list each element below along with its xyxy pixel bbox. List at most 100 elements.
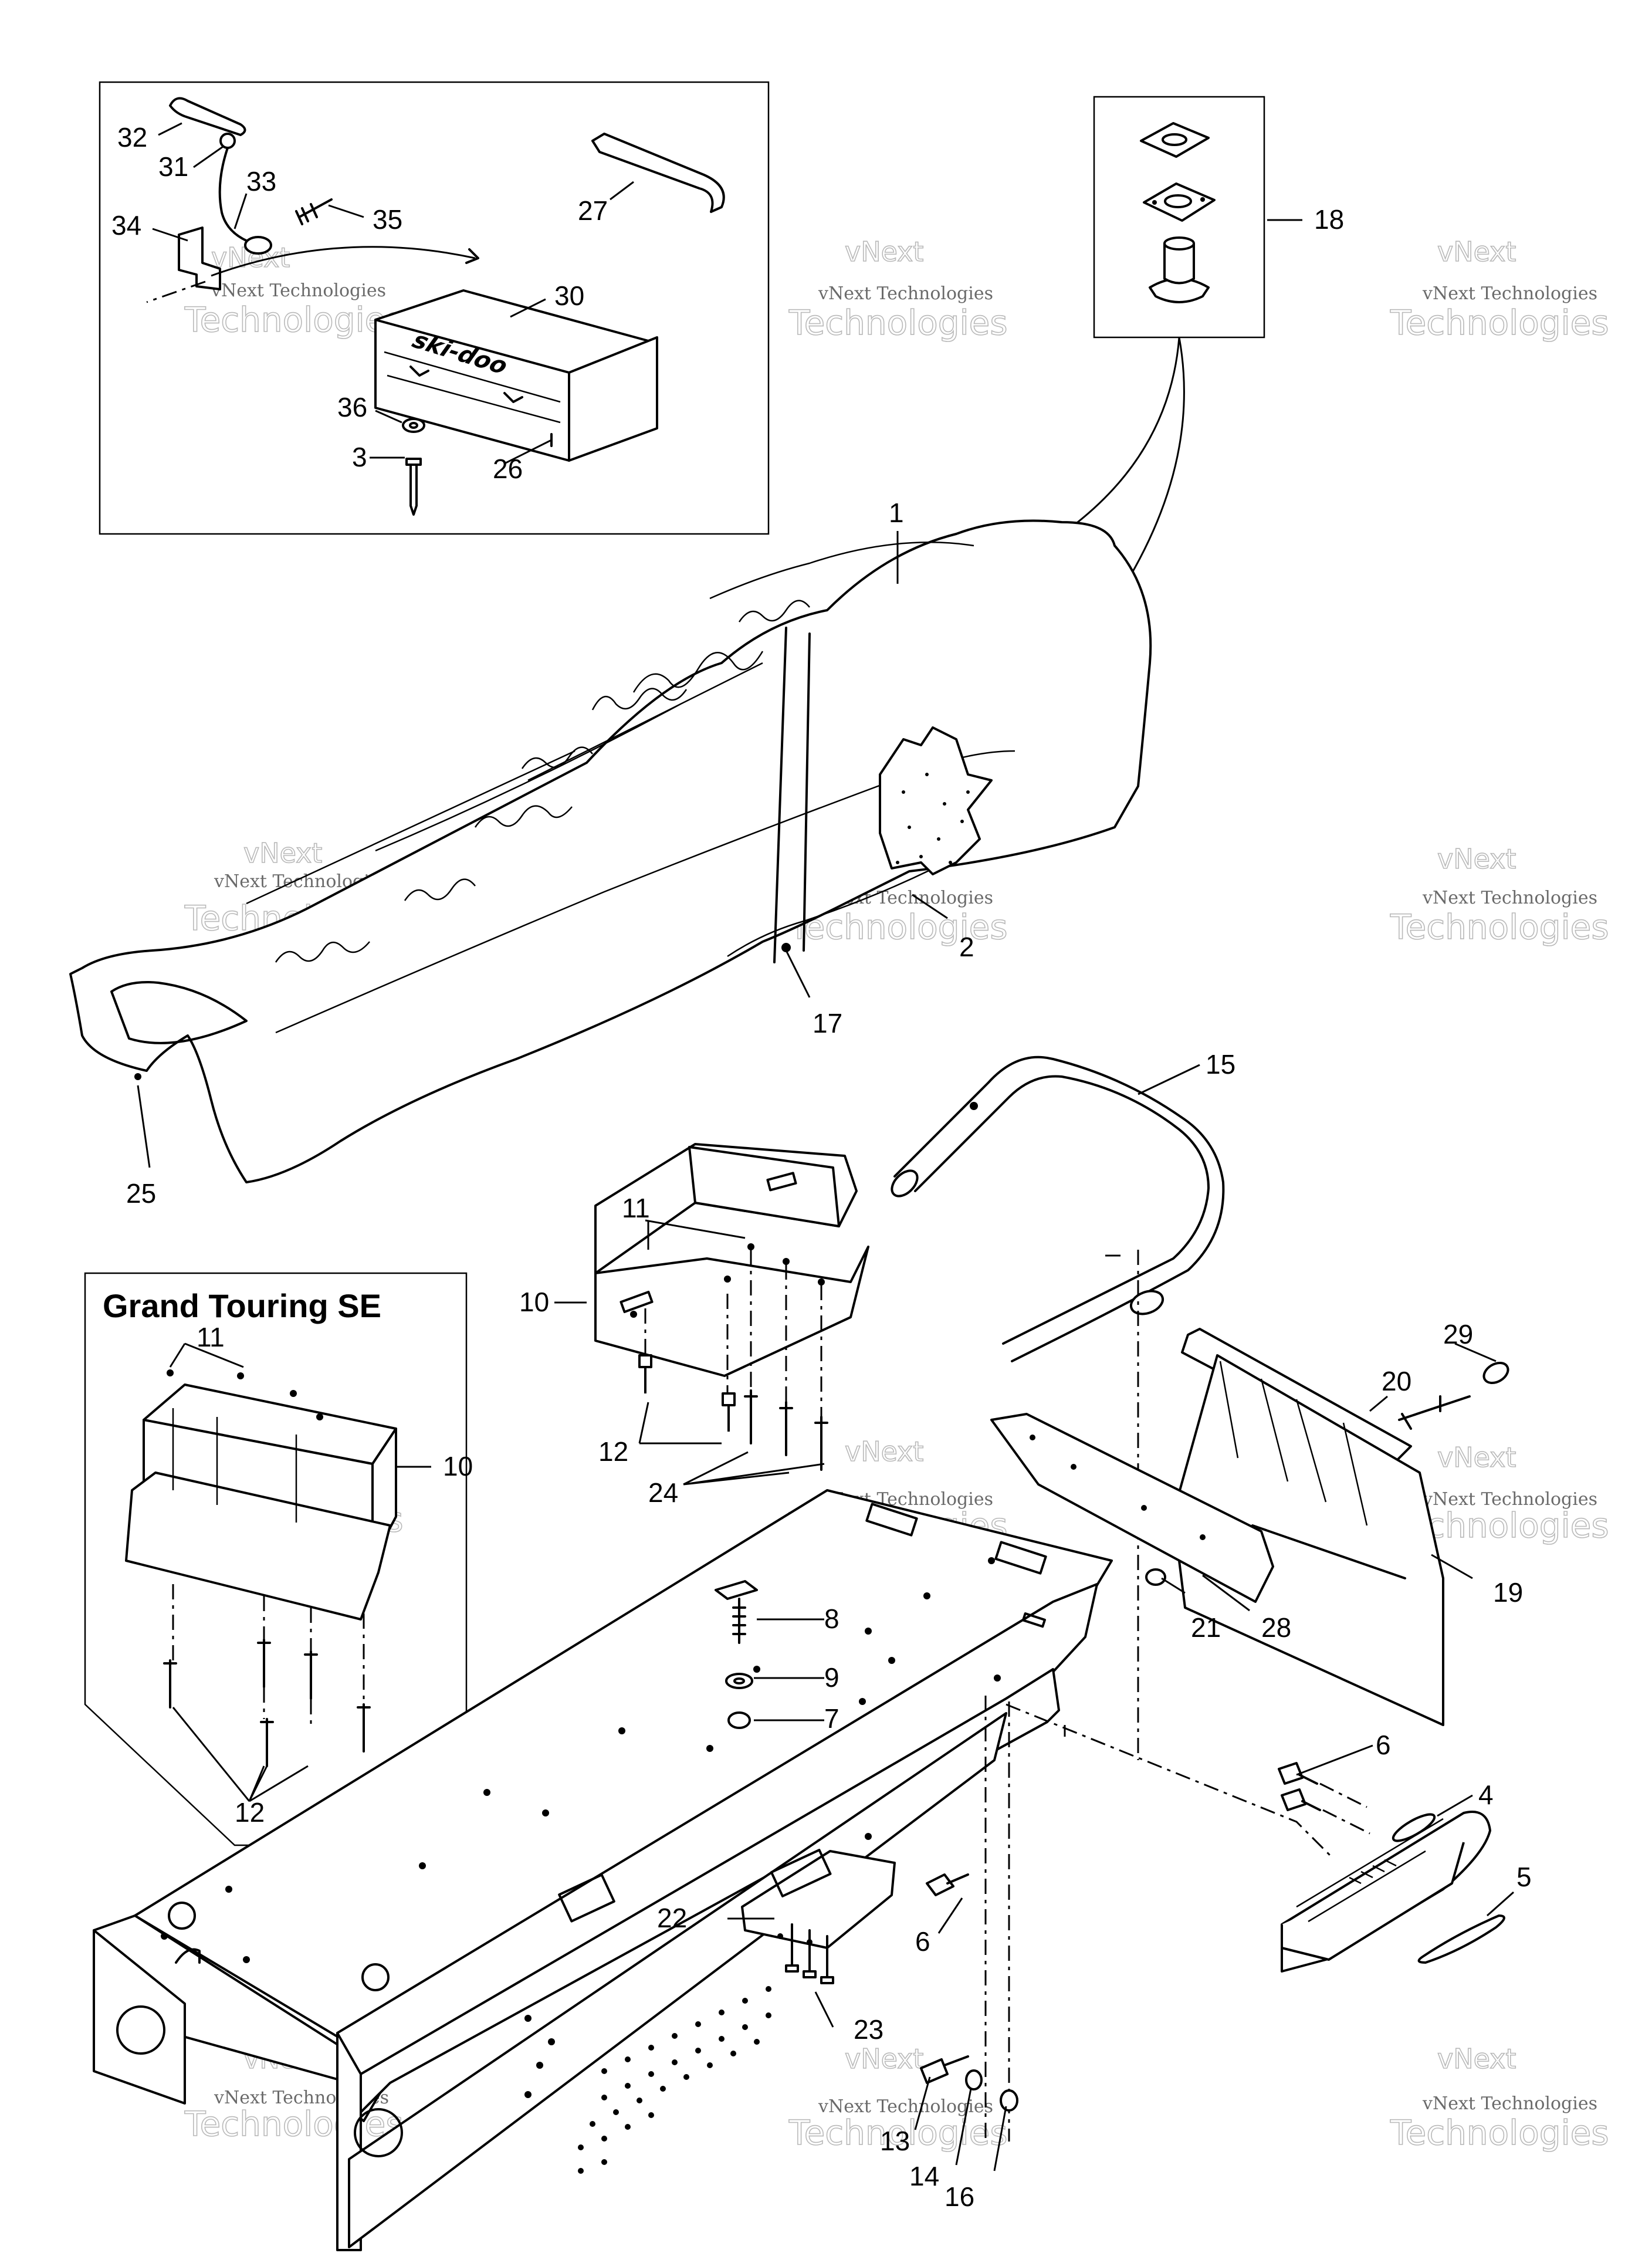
callout-19: 19 [1493, 1577, 1523, 1608]
svg-text:vNext Technologies: vNext Technologies [1422, 1489, 1597, 1510]
callout-6-upper: 6 [1376, 1730, 1391, 1760]
callout-24: 24 [648, 1477, 678, 1508]
callout-7: 7 [824, 1703, 839, 1734]
rear-hardware [920, 2055, 1018, 2112]
svg-text:Technologies: Technologies [1390, 2113, 1609, 2153]
svg-text:Technologies: Technologies [1390, 303, 1609, 343]
callout-26: 26 [493, 454, 523, 484]
inset-title: Grand Touring SE [103, 1287, 381, 1324]
washer [402, 418, 425, 433]
seat-cover-marker [134, 1073, 141, 1080]
callout-34: 34 [111, 210, 141, 241]
svg-text:vNext: vNext [845, 2043, 923, 2075]
callout-11: 11 [622, 1193, 650, 1223]
svg-text:Technologies: Technologies [788, 303, 1008, 343]
callout-10-inset: 10 [443, 1451, 473, 1481]
callout-17: 17 [813, 1008, 842, 1038]
latch-bracket [178, 226, 221, 290]
callout-12: 12 [598, 1436, 628, 1467]
bumper-bolts [1278, 1762, 1370, 1835]
callout-30: 30 [554, 280, 584, 311]
eyelet [219, 133, 236, 149]
svg-text:vNext: vNext [1437, 843, 1516, 875]
callout-16: 16 [945, 2181, 974, 2212]
bracket-fasteners [638, 1250, 828, 1471]
cable-ring [244, 236, 272, 255]
callout-2: 2 [959, 932, 974, 962]
seat [69, 519, 1152, 1183]
grab-handle [891, 1056, 1225, 1362]
nut [1482, 1361, 1509, 1385]
callout-10: 10 [519, 1287, 549, 1317]
callout-18: 18 [1314, 204, 1344, 235]
callout-32: 32 [117, 122, 147, 153]
callout-3: 3 [352, 442, 367, 472]
toolbox-inset: ski-doo [99, 81, 770, 535]
mounting-plate [1143, 182, 1216, 222]
svg-text:vNext Technologies: vNext Technologies [818, 283, 993, 304]
wrench [591, 133, 725, 213]
tail-light-inset [1008, 96, 1265, 605]
callout-28: 28 [1261, 1612, 1291, 1643]
callout-13: 13 [880, 2126, 910, 2156]
washer [1145, 1568, 1166, 1586]
toolbox: ski-doo [374, 289, 658, 462]
bolt [926, 1873, 954, 1896]
svg-text:vNext: vNext [1437, 2043, 1516, 2075]
toolbox-inset-frame [99, 81, 770, 535]
callout-29: 29 [1443, 1319, 1473, 1349]
callouts: 32 31 33 34 35 27 30 36 3 26 18 1 2 17 2… [111, 122, 1532, 2212]
svg-text:Technologies: Technologies [1390, 907, 1609, 947]
svg-text:vNext: vNext [1437, 236, 1516, 268]
callout-36: 36 [337, 392, 367, 422]
callout-14: 14 [909, 2161, 939, 2191]
rivet [405, 458, 422, 516]
gasket [1140, 122, 1210, 158]
callout-12-inset: 12 [235, 1797, 265, 1828]
callout-20: 20 [1382, 1366, 1411, 1396]
svg-text:vNext Technologies: vNext Technologies [211, 280, 386, 301]
svg-text:vNext: vNext [1437, 1442, 1516, 1473]
callout-1: 1 [889, 498, 904, 528]
seat-patch [879, 726, 993, 875]
rack-support-plate [990, 1413, 1274, 1603]
footrest-screws [785, 1923, 834, 1984]
svg-text:vNext Technologies: vNext Technologies [818, 2096, 993, 2117]
bumper-bolt-stack [715, 1580, 758, 1729]
callout-35: 35 [373, 204, 402, 235]
callout-21: 21 [1191, 1612, 1221, 1643]
svg-text:vNext Technologies: vNext Technologies [1422, 888, 1597, 908]
callout-4: 4 [1478, 1780, 1494, 1810]
svg-text:Technologies: Technologies [184, 300, 404, 340]
svg-text:vNext Technologies: vNext Technologies [1422, 283, 1597, 304]
callout-25: 25 [126, 1178, 156, 1209]
callout-11-inset: 11 [197, 1322, 225, 1352]
tether-cable [218, 147, 258, 246]
svg-text:Technologies: Technologies [788, 2113, 1008, 2153]
callout-9: 9 [824, 1662, 839, 1693]
callout-27: 27 [578, 195, 608, 226]
callout-5: 5 [1516, 1862, 1532, 1892]
callout-15: 15 [1206, 1049, 1235, 1080]
svg-text:vNext: vNext [845, 236, 923, 268]
bolt [1398, 1395, 1471, 1430]
svg-text:vNext Technologies: vNext Technologies [1422, 2093, 1597, 2114]
callout-31: 31 [158, 151, 188, 182]
cotter-pin [169, 97, 246, 136]
svg-text:vNext: vNext [845, 1436, 923, 1467]
callout-23: 23 [854, 2014, 883, 2045]
rear-bumper [1281, 1811, 1491, 1973]
rivet [295, 198, 333, 225]
callout-8: 8 [824, 1604, 839, 1634]
footrest-pad [741, 1850, 896, 1949]
callout-22: 22 [657, 1903, 687, 1933]
callout-6-lower: 6 [915, 1926, 930, 1957]
callout-33: 33 [246, 166, 276, 197]
seat-bracket [594, 1143, 869, 1377]
svg-text:vNext: vNext [243, 837, 322, 869]
grommet [781, 943, 791, 952]
reflector [1417, 1914, 1505, 1964]
tunnel-frame [93, 1489, 1113, 2251]
leader-lines [137, 122, 1514, 2171]
